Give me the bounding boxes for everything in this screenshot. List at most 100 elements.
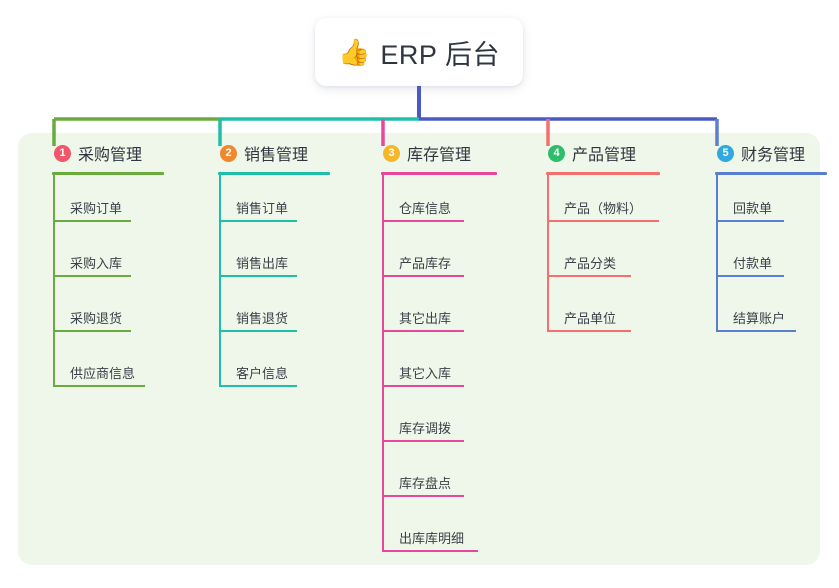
tree-item-label: 采购入库: [70, 256, 123, 271]
tree-item-label: 销售订单: [236, 201, 289, 216]
tree-item-label: 客户信息: [236, 366, 289, 381]
root-title-card[interactable]: 👍 ERP 后台: [315, 18, 523, 86]
tree-item-label: 销售出库: [236, 256, 289, 271]
column-title-label: 产品管理: [572, 147, 637, 164]
column-5: 5 财务管理回款单付款单结算账户: [697, 140, 827, 340]
column-header-rule: [715, 172, 827, 175]
tree-item-rule: [382, 275, 464, 277]
column-badge-icon: 3: [383, 144, 400, 162]
tree-item-rule: [547, 330, 631, 332]
column-items: 销售订单销售出库销售退货客户信息: [200, 175, 308, 395]
tree-item-label: 结算账户: [733, 311, 786, 326]
tree-item-rule: [219, 275, 297, 277]
column-1: 1 采购管理采购订单采购入库采购退货供应商信息: [34, 140, 164, 395]
tree-item[interactable]: 采购订单: [34, 175, 142, 230]
tree-item-label: 产品（物料）: [564, 201, 643, 216]
column-header-rule: [218, 172, 330, 175]
column-items: 仓库信息产品库存其它出库其它入库库存调拨库存盘点出库库明细: [363, 175, 478, 560]
column-badge-icon: 1: [54, 144, 71, 162]
tree-item[interactable]: 产品分类: [528, 230, 636, 285]
tree-item-rule: [382, 440, 464, 442]
column-header-rule: [546, 172, 660, 175]
tree-item-rule: [547, 220, 659, 222]
column-badge-icon: 4: [548, 144, 565, 162]
tree-item-label: 销售退货: [236, 311, 289, 326]
tree-item-rule: [382, 495, 464, 497]
tree-item-rule: [716, 220, 784, 222]
tree-item[interactable]: 回款单: [697, 175, 805, 230]
tree-item[interactable]: 客户信息: [200, 340, 308, 395]
tree-item-rule: [53, 330, 131, 332]
tree-item[interactable]: 销售出库: [200, 230, 308, 285]
column-header-rule: [381, 172, 497, 175]
tree-item-rule: [219, 330, 297, 332]
column-header-3[interactable]: 3 库存管理: [363, 140, 471, 166]
tree-item-rule: [382, 385, 464, 387]
column-items: 回款单付款单结算账户: [697, 175, 805, 340]
tree-item[interactable]: 库存盘点: [363, 450, 471, 505]
tree-item-label: 采购退货: [70, 311, 123, 326]
tree-item-label: 仓库信息: [399, 201, 452, 216]
tree-item-label: 回款单: [733, 201, 773, 216]
tree-item[interactable]: 销售订单: [200, 175, 308, 230]
tree-item-rule: [382, 330, 464, 332]
tree-item[interactable]: 付款单: [697, 230, 805, 285]
tree-item[interactable]: 产品单位: [528, 285, 636, 340]
tree-item[interactable]: 采购入库: [34, 230, 142, 285]
column-header-5[interactable]: 5 财务管理: [697, 140, 805, 166]
column-items: 采购订单采购入库采购退货供应商信息: [34, 175, 145, 395]
tree-item[interactable]: 产品（物料）: [528, 175, 659, 230]
tree-item[interactable]: 出库库明细: [363, 505, 478, 560]
tree-item-label: 产品单位: [564, 311, 617, 326]
tree-item[interactable]: 其它出库: [363, 285, 471, 340]
tree-item-rule: [716, 330, 796, 332]
tree-item[interactable]: 产品库存: [363, 230, 471, 285]
tree-item[interactable]: 销售退货: [200, 285, 308, 340]
tree-item[interactable]: 供应商信息: [34, 340, 145, 395]
tree-item-rule: [53, 385, 145, 387]
tree-item-rule: [219, 385, 297, 387]
column-header-4[interactable]: 4 产品管理: [528, 140, 636, 166]
tree-item-label: 其它出库: [399, 311, 452, 326]
tree-item-label: 其它入库: [399, 366, 452, 381]
root-title-label: ERP 后台: [380, 39, 500, 70]
column-items: 产品（物料） 产品分类产品单位: [528, 175, 659, 340]
diagram-background-panel: [18, 133, 820, 565]
tree-item-label: 采购订单: [70, 201, 123, 216]
column-spine: [382, 175, 384, 552]
tree-item-label: 出库库明细: [399, 531, 465, 546]
tree-item[interactable]: 其它入库: [363, 340, 471, 395]
column-header-1[interactable]: 1 采购管理: [34, 140, 142, 166]
column-spine: [547, 175, 549, 332]
column-badge-icon: 2: [220, 144, 237, 162]
tree-item-label: 库存调拨: [399, 421, 452, 436]
column-title-label: 库存管理: [407, 147, 472, 164]
tree-item-label: 产品库存: [399, 256, 452, 271]
column-4: 4 产品管理产品（物料） 产品分类产品单位: [528, 140, 660, 340]
column-3: 3 库存管理仓库信息产品库存其它出库其它入库库存调拨库存盘点出库库明细: [363, 140, 497, 560]
tree-item-rule: [716, 275, 784, 277]
tree-item-label: 库存盘点: [399, 476, 452, 491]
tree-item[interactable]: 仓库信息: [363, 175, 471, 230]
tree-item[interactable]: 结算账户: [697, 285, 805, 340]
tree-item-label: 产品分类: [564, 256, 617, 271]
tree-item[interactable]: 库存调拨: [363, 395, 471, 450]
column-2: 2 销售管理销售订单销售出库销售退货客户信息: [200, 140, 330, 395]
tree-item-rule: [53, 220, 131, 222]
tree-item-label: 供应商信息: [70, 366, 136, 381]
tree-item-rule: [382, 220, 464, 222]
tree-item[interactable]: 采购退货: [34, 285, 142, 340]
column-badge-icon: 5: [717, 144, 734, 162]
column-title-label: 财务管理: [741, 147, 806, 164]
column-title-label: 销售管理: [244, 147, 309, 164]
thumbs-up-icon: 👍: [338, 37, 371, 67]
tree-item-label: 付款单: [733, 256, 773, 271]
column-header-rule: [52, 172, 164, 175]
tree-item-rule: [382, 550, 478, 552]
column-title-label: 采购管理: [78, 147, 143, 164]
tree-item-rule: [219, 220, 297, 222]
column-spine: [219, 175, 221, 387]
column-header-2[interactable]: 2 销售管理: [200, 140, 308, 166]
